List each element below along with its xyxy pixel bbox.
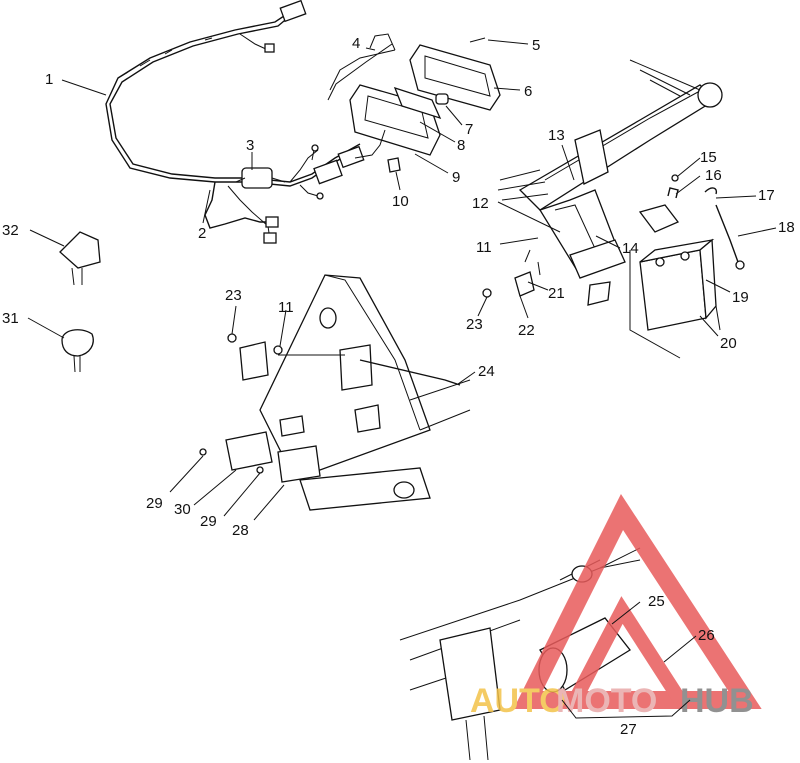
ignition-switch [59, 231, 101, 269]
callout-11-left: 11 [278, 299, 294, 316]
switch-boot [61, 329, 94, 357]
watermark: AUTO MOTO HUB [470, 493, 762, 720]
callout-14: 14 [622, 240, 639, 257]
callout-21: 21 [548, 285, 565, 302]
callout-15: 15 [700, 149, 717, 166]
callout-5: 5 [532, 37, 540, 54]
callout-30: 30 [174, 501, 191, 518]
callout-13: 13 [548, 127, 565, 144]
voltage-regulator [225, 431, 273, 471]
taillight-gasket [393, 86, 442, 120]
taillight-bulb [435, 93, 449, 105]
callout-8: 8 [457, 137, 465, 154]
callout-12: 12 [472, 195, 489, 212]
callout-23-right: 23 [466, 316, 483, 333]
watermark-moto: MOTO [556, 682, 657, 720]
callout-11-right: 11 [476, 239, 492, 256]
callout-29-right: 29 [200, 513, 217, 530]
leader-lines [27, 39, 777, 719]
callout-24: 24 [478, 363, 495, 380]
watermark-hub: HUB [680, 682, 754, 720]
callout-numbers: 1 2 3 4 5 6 7 8 9 10 11 12 13 14 15 16 1… [2, 35, 795, 738]
starter-solenoid [439, 627, 501, 721]
frame-upper-right [482, 59, 745, 359]
callout-32: 32 [2, 222, 19, 239]
center-panel [199, 274, 471, 511]
callout-10: 10 [392, 193, 409, 210]
callout-27: 27 [620, 721, 637, 738]
harness-relay [241, 167, 273, 189]
wiring-harness [105, 0, 365, 244]
watermark-auto: AUTO [470, 682, 566, 720]
callout-22: 22 [518, 322, 535, 339]
callout-29-left: 29 [146, 495, 163, 512]
callout-4: 4 [352, 35, 360, 52]
battery [639, 249, 707, 331]
callout-16: 16 [705, 167, 722, 184]
battery-cable [715, 204, 739, 263]
harness-branch-connector-2 [263, 232, 277, 244]
watermark-triangle [513, 493, 762, 709]
ignition-coil [239, 341, 269, 381]
screw [359, 359, 461, 386]
harness-plug [313, 159, 343, 185]
ignition-parts [59, 231, 101, 373]
harness-connector-small [264, 43, 275, 53]
harness-plug-2 [337, 145, 365, 169]
callout-7: 7 [465, 121, 473, 138]
callout-18: 18 [778, 219, 795, 236]
battery-cable-clip [667, 187, 679, 199]
callout-19: 19 [732, 289, 749, 306]
callout-17: 17 [758, 187, 775, 204]
callout-2: 2 [198, 225, 206, 242]
harness-connector [279, 0, 307, 23]
callout-9: 9 [452, 169, 460, 186]
callout-23-left: 23 [225, 287, 242, 304]
callout-28: 28 [232, 522, 249, 539]
harness-branch-connector [265, 216, 279, 228]
taillight-assembly [329, 33, 501, 173]
callout-26: 26 [698, 627, 715, 644]
taillight-clip [387, 157, 401, 173]
callout-1: 1 [45, 71, 53, 88]
callout-25: 25 [648, 593, 665, 610]
callout-20: 20 [720, 335, 737, 352]
cdi-module [339, 344, 373, 391]
taillight-housing [349, 84, 441, 156]
callout-3: 3 [246, 137, 254, 154]
callout-31: 31 [2, 310, 19, 327]
callout-6: 6 [524, 83, 532, 100]
taillight-lens [409, 44, 501, 111]
rectifier [277, 445, 321, 483]
